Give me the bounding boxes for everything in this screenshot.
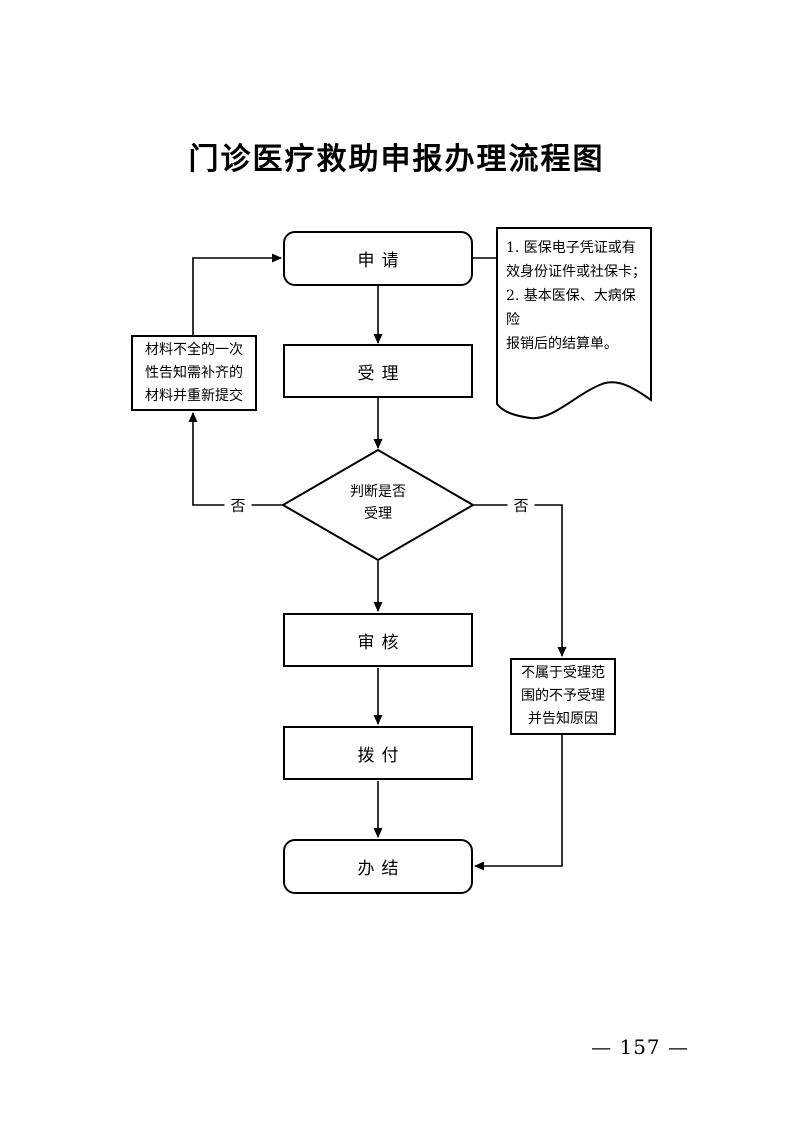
page-number: — 157 — xyxy=(591,1035,689,1059)
connector-decision-materials xyxy=(188,412,283,506)
node-review-label: 审核 xyxy=(357,632,406,653)
node-complete-label: 办结 xyxy=(357,859,406,879)
page-title: 门诊医疗救助申报办理流程图 xyxy=(188,143,605,176)
node-materials-notice: 材料不全的一次 性告知需补齐的 材料并重新提交 xyxy=(131,335,257,411)
node-materials-notice-label: 材料不全的一次 性告知需补齐的 材料并重新提交 xyxy=(145,341,243,404)
connector-materials-apply xyxy=(192,253,282,335)
node-apply-label: 申请 xyxy=(357,251,406,271)
connector-reject-complete xyxy=(474,735,563,871)
node-disburse: 拨付 xyxy=(283,726,473,780)
connector-decision-reject xyxy=(473,504,567,657)
document-note-shape xyxy=(496,227,652,420)
document-note-text: 1. 医保电子凭证或有 效身份证件或社保卡； 2. 基本医保、大病保险 报销后的… xyxy=(506,240,646,352)
node-complete: 办结 xyxy=(283,839,473,894)
node-review: 审核 xyxy=(283,613,473,667)
node-accept: 受理 xyxy=(283,344,473,398)
node-apply: 申请 xyxy=(283,231,473,286)
node-decision-label: 判断是否 受理 xyxy=(350,484,406,522)
branch-label-no-left: 否 xyxy=(224,494,252,516)
decision-diamond-shape xyxy=(281,448,475,562)
node-reject-notice: 不属于受理范 围的不予受理 并告知原因 xyxy=(510,658,616,735)
node-reject-notice-label: 不属于受理范 围的不予受理 并告知原因 xyxy=(521,665,605,727)
node-accept-label: 受理 xyxy=(357,363,406,384)
branch-label-no-right: 否 xyxy=(507,494,535,516)
node-disburse-label: 拨付 xyxy=(357,745,406,766)
